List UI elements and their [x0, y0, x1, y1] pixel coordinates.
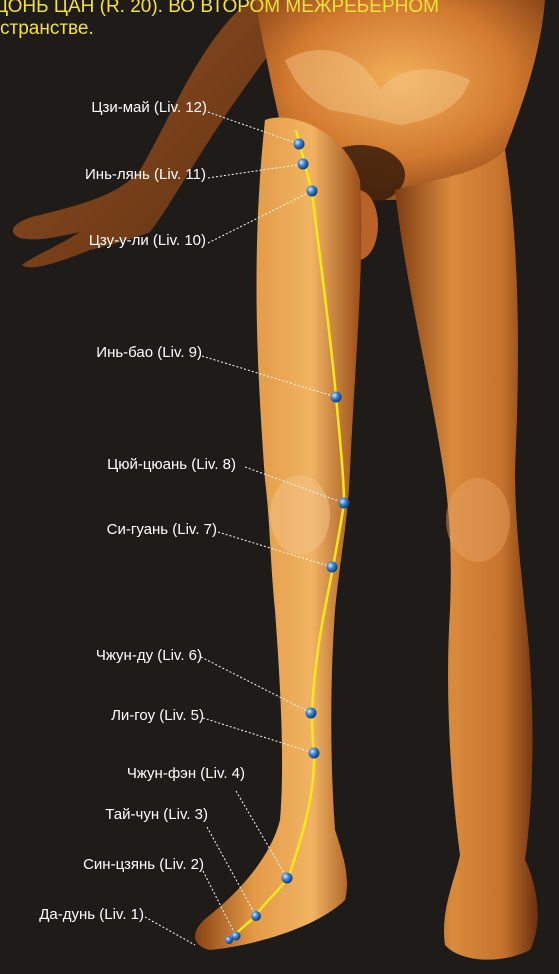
label-liv-8: Цюй-цюань (Liv. 8) [107, 456, 236, 474]
point-liv-3[interactable] [251, 911, 261, 921]
point-liv-6[interactable] [306, 708, 317, 719]
label-liv-5: Ли-гоу (Liv. 5) [111, 707, 204, 725]
point-liv-4[interactable] [282, 873, 293, 884]
label-liv-4: Чжун-фэн (Liv. 4) [127, 765, 245, 783]
label-liv-11: Инь-лянь (Liv. 11) [85, 166, 206, 184]
label-liv-1: Да-дунь (Liv. 1) [39, 906, 144, 924]
point-liv-11[interactable] [298, 159, 309, 170]
right-leg-figure [395, 150, 538, 960]
left-leg-figure [195, 118, 361, 951]
point-liv-1[interactable] [225, 936, 233, 944]
point-liv-7[interactable] [327, 562, 338, 573]
label-liv-9: Инь-бао (Liv. 9) [96, 344, 202, 362]
point-liv-8[interactable] [339, 498, 350, 509]
label-liv-6: Чжун-ду (Liv. 6) [96, 647, 202, 665]
label-liv-10: Цзу-у-ли (Liv. 10) [89, 232, 206, 250]
arm-figure [13, 0, 280, 267]
label-liv-7: Си-гуань (Liv. 7) [107, 521, 217, 539]
point-liv-10[interactable] [307, 186, 318, 197]
header-line-1: ЦОНЬ ЦАН (R. 20). ВО ВТОРОМ МЕЖРЕБЕРНОМ [0, 0, 439, 18]
header-line-2: странстве. [0, 18, 94, 40]
label-liv-3: Тай-чун (Liv. 3) [105, 806, 208, 824]
point-liv-9[interactable] [331, 392, 342, 403]
label-liv-2: Син-цзянь (Liv. 2) [83, 856, 204, 874]
point-liv-5[interactable] [309, 748, 320, 759]
point-liv-12[interactable] [294, 139, 305, 150]
label-liv-12: Цзи-май (Liv. 12) [91, 99, 207, 117]
